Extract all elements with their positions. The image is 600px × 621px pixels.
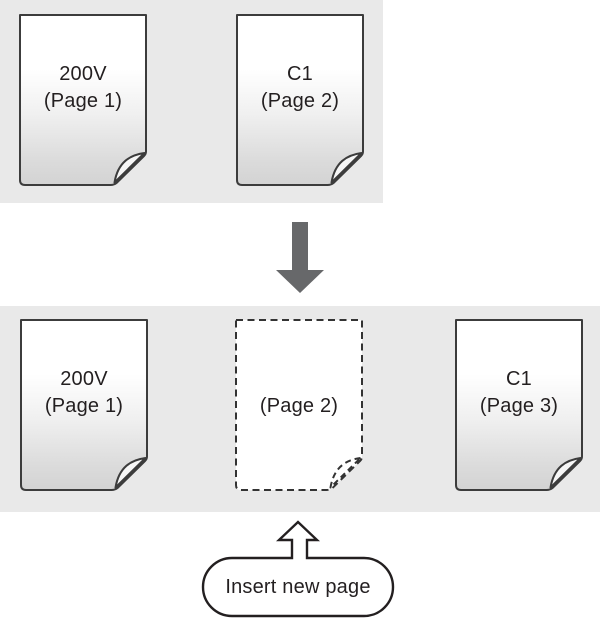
page-before-2: C1 (Page 2)	[236, 14, 364, 186]
page-after-2-inserted: (Page 2)	[235, 319, 363, 491]
page-number: (Page 2)	[259, 395, 339, 417]
page-title: 200V	[60, 368, 108, 390]
page-number: (Page 2)	[260, 90, 340, 112]
page-before-1: 200V (Page 1)	[19, 14, 147, 186]
page-title: C1	[287, 63, 313, 85]
page-icon	[19, 14, 147, 186]
page-label: C1 (Page 2)	[236, 61, 364, 115]
dashed-page-icon	[235, 319, 363, 491]
page-title: C1	[506, 368, 532, 390]
page-number: (Page 3)	[479, 395, 559, 417]
page-title: 200V	[59, 63, 107, 85]
page-after-3: C1 (Page 3)	[455, 319, 583, 491]
page-icon	[455, 319, 583, 491]
page-icon	[20, 319, 148, 491]
page-label: 200V (Page 1)	[19, 61, 147, 115]
up-arrow-icon	[201, 520, 395, 618]
insert-callout-label: Insert new page	[225, 575, 371, 598]
page-label: C1 (Page 3)	[455, 366, 583, 420]
page-icon	[236, 14, 364, 186]
page-label: (Page 2)	[235, 366, 363, 420]
page-label: 200V (Page 1)	[20, 366, 148, 420]
page-after-1: 200V (Page 1)	[20, 319, 148, 491]
page-title	[235, 366, 363, 393]
page-number: (Page 1)	[43, 90, 123, 112]
down-arrow-icon	[276, 222, 324, 293]
page-number: (Page 1)	[44, 395, 124, 417]
